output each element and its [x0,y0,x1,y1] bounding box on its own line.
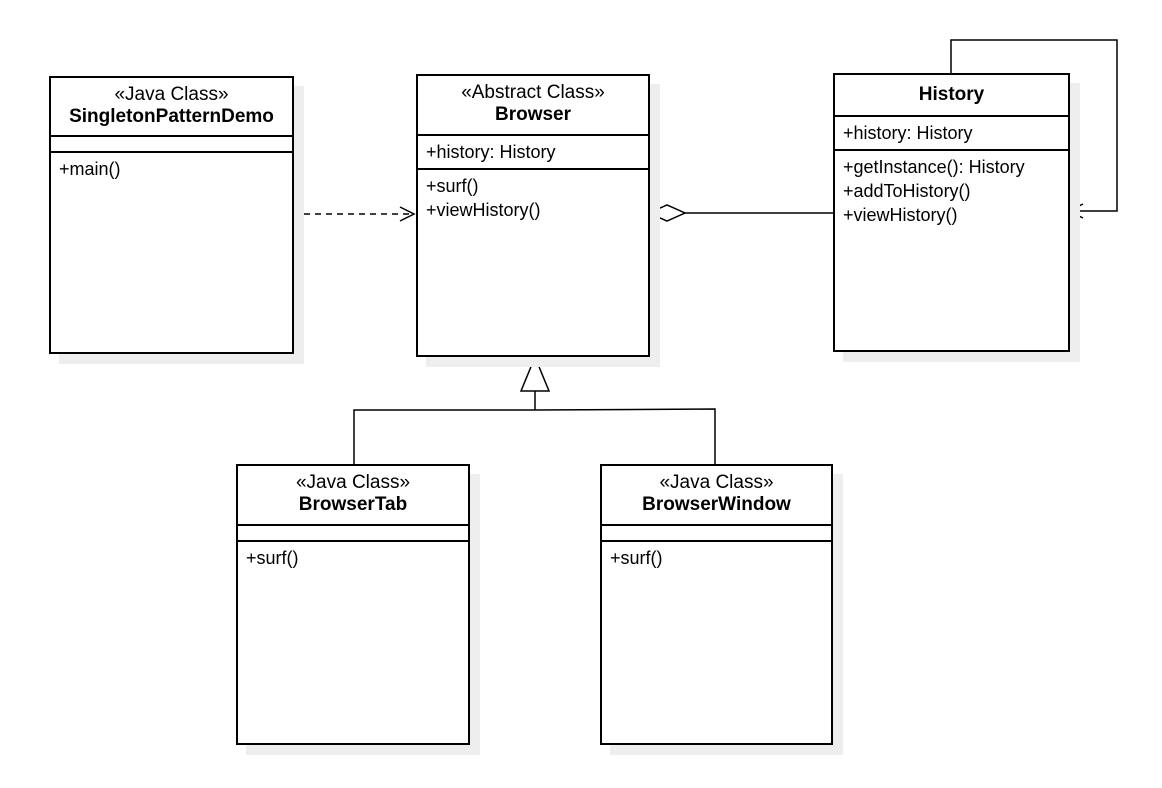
class-singletonpatterndemo[interactable]: «Java Class» SingletonPatternDemo +main(… [49,76,294,354]
methods-section: +surf() +viewHistory() [418,170,648,226]
method-item: +viewHistory() [426,200,541,220]
class-browser[interactable]: «Abstract Class» Browser +history: Histo… [416,74,650,357]
attribute-item: +history: History [426,142,556,162]
class-name: History [918,84,985,105]
attributes-section [51,137,292,153]
attributes-section: +history: History [835,117,1068,151]
method-item: +addToHistory() [843,181,971,201]
aggregation-diamond [647,204,687,222]
attributes-section: +history: History [418,136,648,170]
method-item: +surf() [426,176,479,196]
class-header: History [835,75,1068,117]
method-item: +surf() [246,548,299,568]
class-stereotype: «Java Class» [295,472,411,493]
class-header: «Java Class» BrowserTab [238,466,468,526]
class-stereotype: «Java Class» [659,472,774,493]
class-browsertab[interactable]: «Java Class» BrowserTab +surf() [236,464,470,745]
class-history[interactable]: History +history: History +getInstance()… [833,73,1070,352]
class-name: BrowserWindow [642,494,791,515]
class-name: SingletonPatternDemo [69,106,274,127]
class-stereotype: «Java Class» [114,84,229,105]
dependency-arrowhead [399,206,416,222]
method-item: +surf() [610,548,663,568]
methods-section: +getInstance(): History +addToHistory() … [835,151,1068,231]
class-header: «Java Class» SingletonPatternDemo [51,78,292,137]
attribute-item: +history: History [843,123,973,143]
class-name: BrowserTab [298,494,408,515]
class-name: Browser [494,104,572,125]
method-item: +main() [59,159,121,179]
attributes-section [238,526,468,542]
methods-section: +surf() [238,542,468,574]
class-browserwindow[interactable]: «Java Class» BrowserWindow +surf() [600,464,833,745]
class-header: «Java Class» BrowserWindow [602,466,831,526]
generalization-line-browsertab [353,409,535,465]
generalization-triangle [519,355,551,392]
methods-section: +main() [51,153,292,185]
generalization-line-browserwindow [534,408,716,465]
method-item: +viewHistory() [843,205,958,225]
class-stereotype: «Abstract Class» [461,82,605,103]
methods-section: +surf() [602,542,831,574]
attributes-section [602,526,831,542]
self-association-line [950,39,1118,212]
method-item: +getInstance(): History [843,157,1025,177]
class-header: «Abstract Class» Browser [418,76,648,136]
